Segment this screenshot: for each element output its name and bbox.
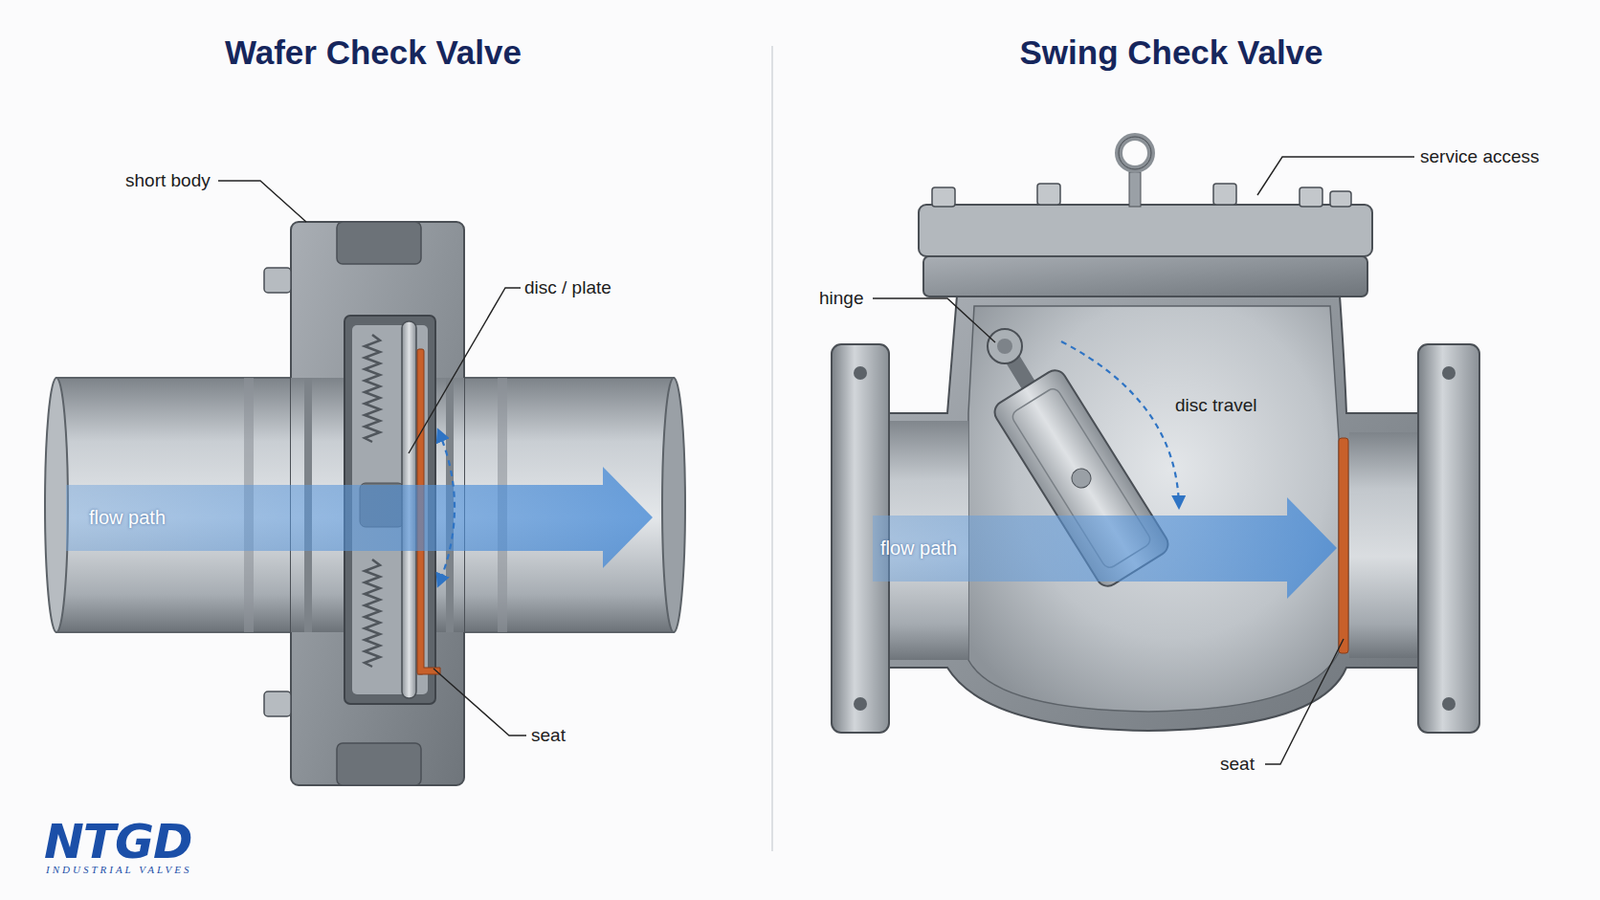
flow-label: flow path (88, 507, 166, 529)
part-label: service access (1420, 147, 1540, 168)
part-label: seat (531, 726, 566, 747)
part-label: disc / plate (524, 278, 612, 299)
part-label: hinge (819, 288, 865, 310)
brand-tagline: INDUSTRIAL VALVES (45, 864, 193, 876)
motion-label: disc travel (1175, 396, 1258, 417)
flow-label: flow path (880, 537, 957, 559)
part-label: seat (1220, 755, 1255, 776)
panel-title: Wafer Check Valve (224, 34, 522, 72)
brand-logo: NTGD (44, 816, 193, 869)
panel-title: Swing Check Valve (1019, 34, 1323, 72)
part-label: short body (125, 171, 211, 192)
